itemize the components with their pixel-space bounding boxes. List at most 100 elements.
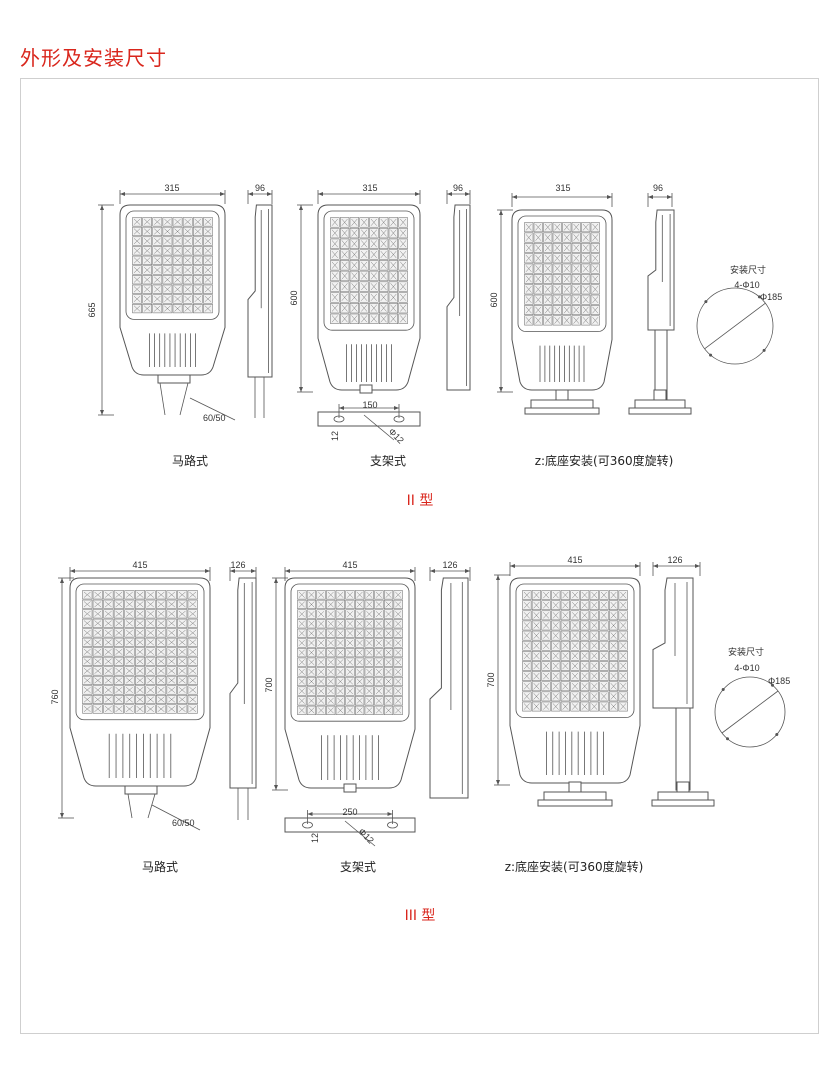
led-lens: [592, 317, 599, 324]
diameter-line: [721, 690, 779, 734]
led-lens: [370, 240, 377, 248]
led-lens: [571, 662, 579, 670]
led-lens: [157, 667, 165, 674]
led-lens: [620, 612, 627, 619]
led-lens: [327, 649, 334, 656]
led-lens: [361, 293, 368, 301]
led-lens: [582, 244, 589, 252]
type-label: II 型: [407, 493, 434, 509]
led-lens: [194, 238, 202, 245]
led-lens: [610, 642, 617, 649]
led-lens: [563, 234, 570, 241]
led-lens: [592, 254, 599, 262]
led-lens: [535, 285, 542, 293]
led-lens: [370, 293, 377, 301]
led-lens: [104, 658, 112, 665]
led-lens: [164, 286, 171, 293]
led-lens: [168, 687, 176, 693]
led-lens: [380, 250, 387, 259]
led-lens: [523, 622, 530, 629]
led-lens: [147, 639, 154, 646]
led-lens: [104, 639, 112, 646]
led-lens: [610, 672, 617, 680]
led-lens: [204, 305, 212, 312]
led-lens: [620, 642, 627, 649]
led-lens: [592, 296, 599, 304]
led-lens: [147, 591, 154, 598]
led-lens: [331, 272, 338, 280]
pole-dim: 60/50: [203, 413, 226, 423]
led-lens: [525, 296, 532, 304]
led-lens: [331, 293, 338, 301]
led-lens: [563, 285, 570, 293]
led-lens: [341, 293, 348, 301]
led-lens: [94, 677, 102, 684]
led-lens: [356, 630, 363, 637]
led-lens: [543, 632, 550, 639]
led-lens: [533, 693, 540, 700]
led-lens: [591, 632, 598, 639]
bracket-slot-dim: 12: [330, 431, 340, 441]
led-lens: [174, 295, 181, 302]
led-lens: [157, 677, 165, 684]
led-lens: [395, 668, 402, 675]
led-lens: [178, 601, 186, 608]
caption-road: 马路式: [142, 859, 178, 874]
led-lens: [126, 629, 133, 636]
led-lens: [400, 218, 407, 226]
led-lens: [395, 591, 402, 598]
led-lens: [535, 296, 542, 304]
led-lens: [385, 678, 392, 685]
led-lens: [535, 244, 542, 252]
lens-frame: [517, 215, 607, 332]
led-lens: [157, 639, 165, 646]
led-lens: [143, 295, 151, 302]
led-lens: [147, 648, 154, 655]
led-lens: [83, 658, 91, 665]
led-lens: [543, 601, 550, 609]
led-lens: [337, 688, 344, 695]
pole-dim: 60/50: [172, 818, 195, 828]
led-lens: [184, 267, 191, 274]
led-lens: [147, 620, 154, 627]
led-lens: [620, 591, 627, 599]
lens-frame: [125, 210, 220, 320]
led-lens: [347, 678, 353, 685]
led-lens: [544, 223, 551, 231]
led-lens: [174, 257, 181, 264]
led-lens: [154, 218, 161, 225]
leader-line: [189, 397, 236, 421]
led-lens: [308, 707, 315, 714]
led-lens: [331, 218, 338, 226]
led-lens: [390, 229, 397, 237]
led-lens: [164, 305, 171, 312]
led-lens: [554, 285, 561, 293]
led-lens: [189, 696, 197, 703]
led-lens: [318, 697, 325, 704]
led-lens: [347, 611, 353, 618]
led-lens: [147, 687, 154, 693]
height-dim: 700: [264, 677, 274, 692]
led-lens: [154, 295, 161, 302]
led-lens: [298, 591, 305, 598]
led-lens: [184, 276, 191, 283]
led-lens: [571, 632, 579, 639]
led-lens: [592, 285, 599, 293]
led-lens: [370, 218, 377, 226]
mount-hole: [709, 353, 713, 357]
led-lens: [318, 639, 325, 646]
led-lens: [620, 622, 627, 629]
led-lens: [571, 672, 579, 680]
led-lens: [552, 642, 559, 649]
led-lens: [115, 687, 123, 693]
led-lens: [194, 247, 202, 254]
led-lens: [592, 244, 599, 252]
led-lens: [154, 267, 161, 274]
led-lens: [610, 612, 617, 619]
led-lens: [600, 601, 607, 609]
led-lens: [582, 265, 589, 272]
led-lens: [136, 629, 144, 636]
section-iii: 415 126 760 60/50 415 126 700 250 12 Φ12…: [50, 555, 790, 924]
led-lens: [178, 639, 186, 646]
base-plate: [537, 799, 613, 807]
